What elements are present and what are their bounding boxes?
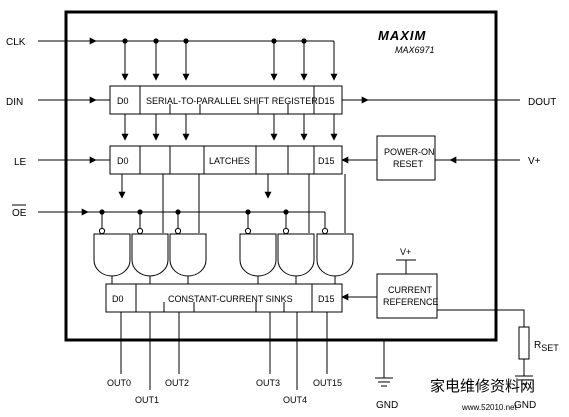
sinks-d15: D15 [318,294,335,304]
current-sinks [105,283,343,313]
output-pin-wires [120,312,328,390]
power-on-reset-line1: POWER-ON [384,147,435,157]
clk-taps [121,38,338,81]
latches-label: LATCHES [209,156,250,166]
vplus-label: V+ [528,156,541,167]
oe-label: OE [12,208,27,219]
sinks-d0: D0 [112,294,124,304]
clk-label: CLK [6,37,26,48]
gate-to-sink-wires [111,276,336,284]
le-label: LE [14,157,27,168]
and-gates [93,233,354,277]
watermark-text: 家电维修资料网 [430,378,535,395]
din-label: DIN [6,97,23,108]
gnd-label-chip: GND [376,400,398,411]
shift-register [109,85,343,115]
latches-d0: D0 [117,156,129,166]
power-on-reset-line2: RESET [393,159,424,169]
dout-label: DOUT [528,97,556,108]
gnd-label-rset: GND [514,400,536,411]
ground-symbol-rset [515,375,533,385]
rset-label: RSET [534,340,559,353]
out-pin-1: OUT1 [135,395,159,405]
shift-to-latch-wires [121,114,338,141]
shift-register-d0: D0 [117,96,129,106]
current-reference-vplus: V+ [400,247,411,257]
out-pin-2: OUT2 [165,378,189,388]
current-reference-line1: CURRENT [388,285,433,295]
watermark-url: www.52010.net [461,403,517,412]
rset-wire [437,309,525,327]
maxim-logo: MAXIM [378,28,427,43]
ground-symbol-chip [375,340,393,387]
rset-resistor [518,326,530,360]
latches-d15: D15 [318,156,335,166]
shift-register-label: SERIAL-TO-PARALLEL SHIFT REGISTER [146,96,318,106]
latch-to-gate-wires [118,174,346,233]
current-reference-block [376,273,438,319]
current-reference-line2: REFERENCE [383,297,439,307]
watermark: 家电维修资料网 www.52010.net [430,378,535,412]
out-pin-15: OUT15 [313,378,342,388]
inverter-bubbles [98,227,329,235]
power-on-reset-block [376,135,436,181]
out-pin-3: OUT3 [256,378,280,388]
out-pin-4: OUT4 [283,395,307,405]
part-number: MAX6971 [395,45,435,55]
shift-register-d15: D15 [318,96,335,106]
out-pin-0: OUT0 [107,378,131,388]
sinks-label: CONSTANT-CURRENT SINKS [168,294,293,304]
latches [109,145,343,175]
oe-taps [99,209,326,229]
